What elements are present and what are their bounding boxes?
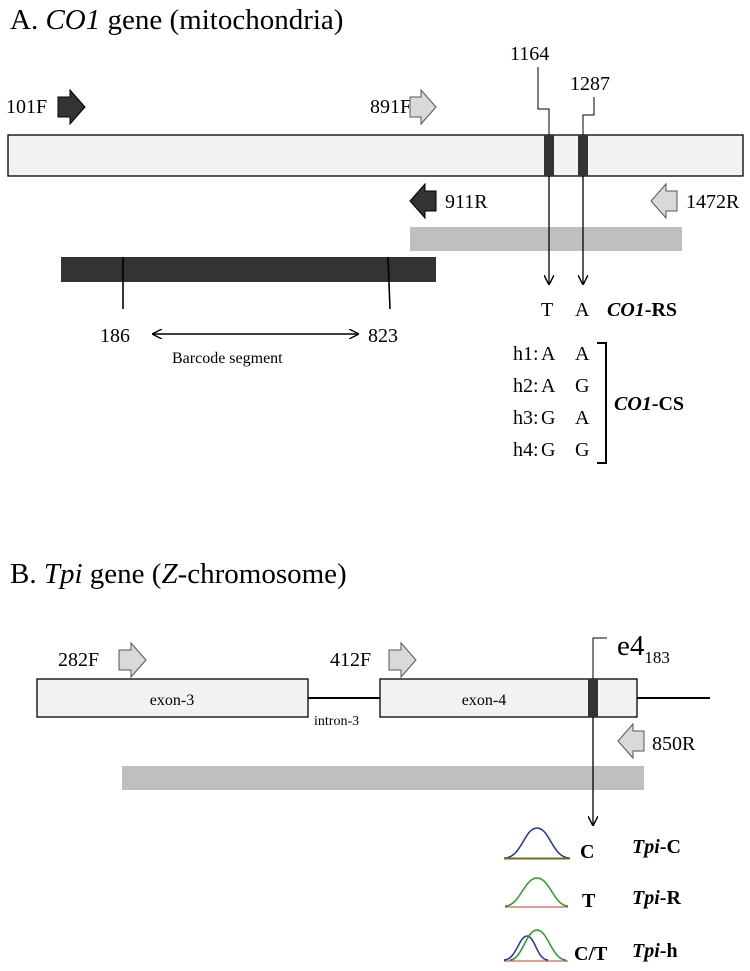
rs-base-2: A xyxy=(575,299,590,321)
tpi-c-label: Tpi-C xyxy=(632,836,681,858)
tpi-h-label: Tpi-h xyxy=(632,940,678,962)
exon-3-box xyxy=(36,678,309,718)
genotype-row-c: C Tpi-C xyxy=(503,827,681,863)
haplotype-base-2: A xyxy=(575,343,590,365)
primer-891F-arrow-icon xyxy=(409,88,437,126)
primer-282F-label: 282F xyxy=(58,649,99,671)
genotype-row-h: C/T Tpi-h xyxy=(503,929,678,965)
haplotype-base-1: A xyxy=(541,375,556,397)
primer-850R-label: 850R xyxy=(652,733,696,755)
rs-base-1: T xyxy=(541,299,553,321)
co1-cs-label: CO1-CS xyxy=(614,393,684,415)
position-1287-label: 1287 xyxy=(570,73,610,95)
haplotype-base-1: A xyxy=(541,343,556,365)
genotype-row-t: T Tpi-R xyxy=(504,877,681,912)
position-1164-label: 1164 xyxy=(510,43,549,65)
co1-rs-label: CO1-RS xyxy=(607,299,677,321)
exon-4-box xyxy=(379,678,638,718)
primer-1472R-arrow-icon xyxy=(650,182,678,220)
tpi-amplicon-bar xyxy=(122,766,644,790)
snp-marker-1287 xyxy=(578,135,588,176)
primer-850R-arrow-icon xyxy=(617,722,645,760)
primer-911R-arrow-icon xyxy=(409,182,437,220)
haplotype-id: h2: xyxy=(513,375,539,397)
barcode-end-tick xyxy=(387,256,391,310)
primer-891F-label: 891F xyxy=(370,96,411,118)
leader-line-1164 xyxy=(537,67,550,135)
haplotype-id: h4: xyxy=(513,439,539,461)
intron-3-label: intron-3 xyxy=(314,714,359,729)
genotype-base-ct: C/T xyxy=(574,943,608,965)
haplotype-base-1: G xyxy=(541,407,555,429)
co1-amplicon-bar xyxy=(410,227,682,251)
snp-marker-e4-183 xyxy=(588,679,598,717)
genotype-base-t: T xyxy=(582,890,596,912)
primer-412F-arrow-icon xyxy=(388,641,417,679)
leader-line-1287 xyxy=(582,97,595,135)
exon-4-label: exon-4 xyxy=(462,692,506,709)
snp-marker-1164 xyxy=(544,135,554,176)
chromatogram-t-icon xyxy=(504,877,569,907)
panel-b-title: B. Tpi gene (Z-chromosome) xyxy=(10,558,347,590)
primer-101F-label: 101F xyxy=(6,96,47,118)
exon-3-label: exon-3 xyxy=(150,692,194,709)
chromatogram-c-icon xyxy=(503,827,571,859)
haplotype-base-2: G xyxy=(575,439,589,461)
primer-1472R-label: 1472R xyxy=(686,191,740,213)
haplotype-h2: h2: A G xyxy=(513,375,589,397)
co1-gene-box xyxy=(7,134,744,177)
snp-e4-leader-line xyxy=(592,637,607,679)
primer-412F-label: 412F xyxy=(330,649,371,671)
haplotype-h1: h1: A A xyxy=(513,343,590,365)
haplotype-base-2: G xyxy=(575,375,589,397)
primer-101F-arrow-icon xyxy=(57,88,86,126)
barcode-end-label: 823 xyxy=(368,325,398,347)
haplotype-bracket xyxy=(597,342,607,464)
chromatogram-h-blue-icon xyxy=(503,935,549,961)
barcode-segment-label: Barcode segment xyxy=(172,350,283,367)
haplotype-id: h3: xyxy=(513,407,539,429)
primer-911R-label: 911R xyxy=(445,191,488,213)
panel-a-title: A. CO1 gene (mitochondria) xyxy=(10,4,343,36)
barcode-start-label: 186 xyxy=(100,325,130,347)
chromatogram-h-green-icon xyxy=(509,929,567,961)
genotype-base-c: C xyxy=(580,841,594,863)
barcode-segment-bar xyxy=(61,257,436,282)
haplotype-id: h1: xyxy=(513,343,539,365)
haplotype-base-1: G xyxy=(541,439,555,461)
haplotype-h3: h3: G A xyxy=(513,407,590,429)
haplotype-base-2: A xyxy=(575,407,590,429)
haplotype-h4: h4: G G xyxy=(513,439,589,461)
primer-282F-arrow-icon xyxy=(118,641,147,679)
snp-e4-183-label: e4183 xyxy=(617,630,670,667)
tpi-r-label: Tpi-R xyxy=(632,887,681,909)
